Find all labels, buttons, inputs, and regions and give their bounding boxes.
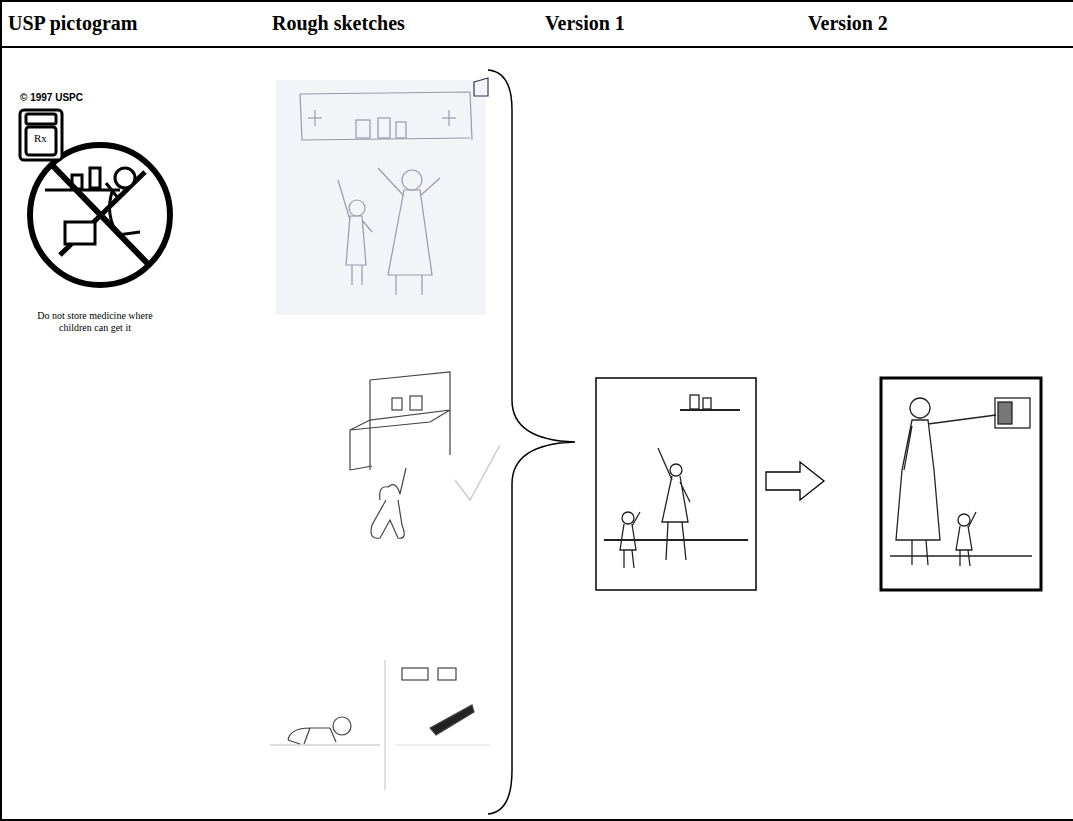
column-header: Version 1 bbox=[545, 12, 625, 35]
column-header: Rough sketches bbox=[272, 12, 405, 35]
rx-symbol: Rx bbox=[34, 132, 47, 144]
copyright-note: © 1997 USPC bbox=[20, 92, 83, 103]
column-header: USP pictogram bbox=[8, 12, 137, 35]
column-header: Version 2 bbox=[808, 12, 888, 35]
pictogram-caption: Do not store medicine where children can… bbox=[25, 310, 165, 334]
